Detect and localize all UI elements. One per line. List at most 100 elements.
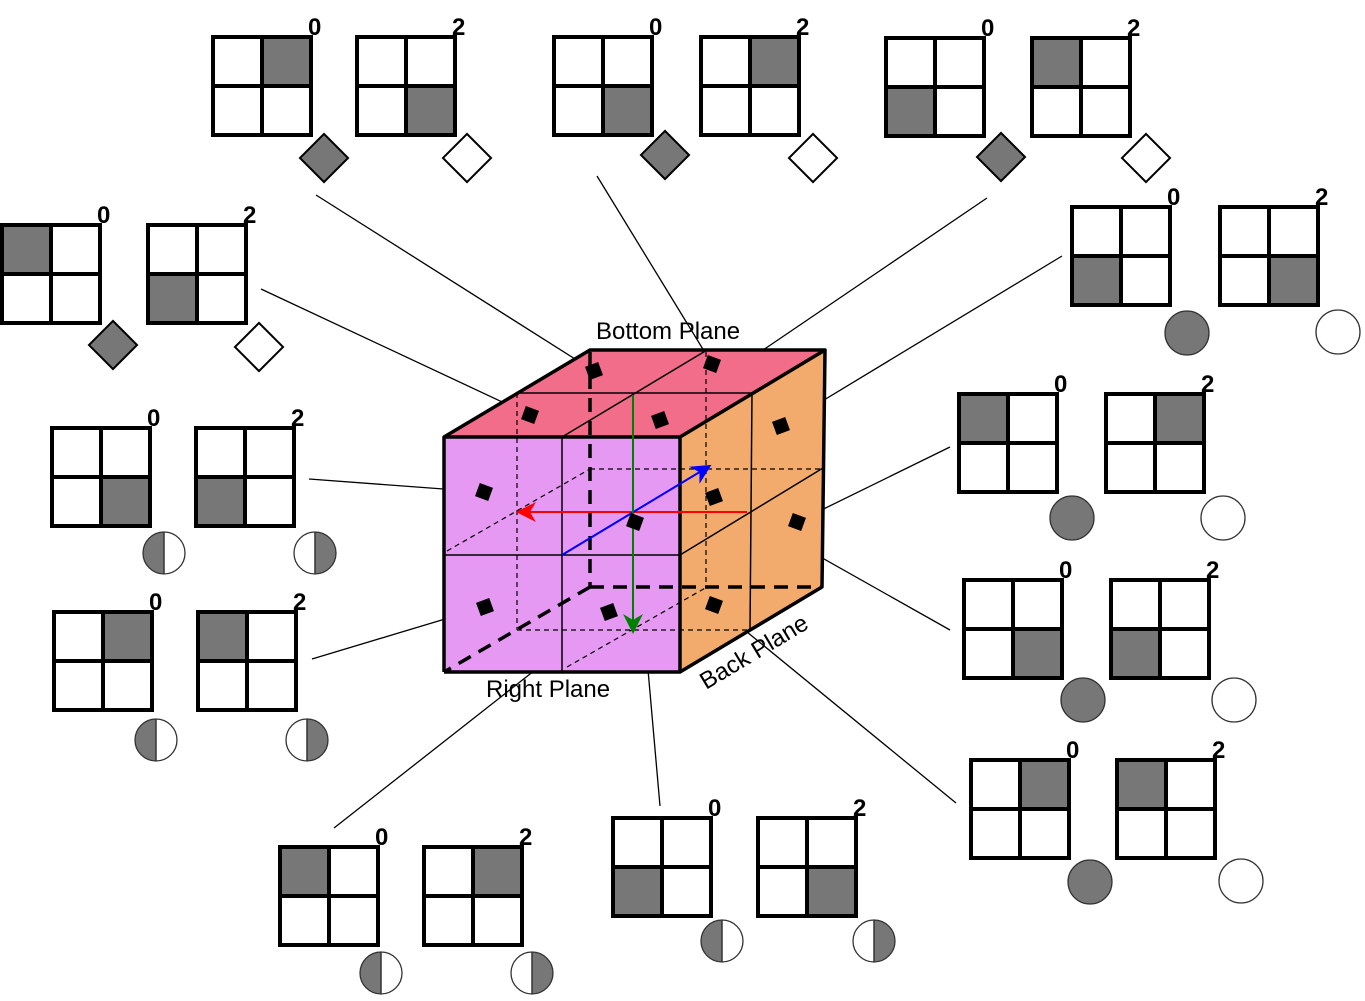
pixel-grid: 2	[194, 405, 337, 575]
pixel-grid: 2	[1104, 371, 1246, 541]
open-circle-icon	[1315, 309, 1361, 355]
shaded-cell	[1117, 760, 1166, 809]
open-diamond-icon	[1120, 132, 1172, 184]
open-diamond-icon	[441, 132, 493, 184]
pixel-grid: 0	[211, 14, 350, 184]
grid-label: 2	[796, 14, 809, 41]
shaded-cell	[603, 86, 652, 135]
shaded-cell	[198, 612, 247, 661]
pixel-grid: 0	[884, 15, 1027, 183]
pixel-grid: 0	[278, 824, 403, 995]
open-circle-icon	[1200, 495, 1246, 541]
grid-label: 0	[1054, 371, 1067, 398]
pixel-grid: 2	[1030, 15, 1172, 184]
right-plane-label: Right Plane	[486, 676, 610, 703]
grid-label: 2	[519, 824, 532, 851]
pixel-grid: 0	[52, 589, 178, 762]
pixel-grid: 0	[957, 371, 1095, 541]
leader-line	[596, 175, 713, 365]
leader-lines	[260, 175, 1063, 829]
grid-label: 2	[1201, 371, 1214, 398]
cell-marker	[600, 603, 618, 621]
shaded-cell	[613, 867, 662, 916]
pixel-grid: 0	[50, 405, 186, 575]
shaded-cell	[1155, 394, 1204, 443]
cell-marker	[705, 488, 723, 506]
grid-label: 2	[293, 589, 306, 616]
shaded-cell	[473, 847, 522, 896]
pixel-grid: 2	[196, 589, 329, 762]
grid-label: 0	[97, 202, 110, 229]
grid-label: 2	[243, 202, 256, 229]
cell-marker	[651, 411, 669, 429]
shaded-cell	[959, 394, 1008, 443]
leader-line	[260, 288, 531, 416]
grid-label: 0	[149, 589, 162, 616]
grid-label: 2	[1206, 557, 1219, 584]
filled-diamond-icon	[87, 319, 139, 371]
shaded-cell	[750, 37, 799, 86]
left-half-circle-icon	[700, 919, 744, 963]
shaded-cell	[886, 87, 935, 136]
grid-label: 0	[308, 14, 321, 41]
shaded-cell	[148, 274, 197, 323]
cell-marker	[705, 596, 723, 614]
cell-marker	[475, 483, 493, 501]
pixel-grid: 2	[699, 14, 839, 184]
pixel-grid: 2	[146, 202, 285, 373]
open-diamond-icon	[233, 321, 285, 373]
right-half-circle-icon	[285, 718, 329, 762]
shaded-cell	[103, 612, 152, 661]
y-axis-arrow	[561, 464, 712, 556]
open-circle-icon	[1218, 858, 1264, 904]
grid-label: 0	[375, 824, 388, 851]
open-diamond-icon	[787, 132, 839, 184]
filled-diamond-icon	[298, 132, 350, 184]
pixel-grid: 0	[969, 737, 1113, 905]
filled-diamond-icon	[975, 131, 1027, 183]
grid-label: 0	[1167, 184, 1180, 211]
grid-label: 0	[1066, 737, 1079, 764]
leader-line	[780, 255, 1063, 427]
pixel-grid: 2	[355, 14, 493, 184]
cell-marker	[772, 417, 790, 435]
filled-circle-icon	[1164, 310, 1210, 356]
shaded-cell	[406, 86, 455, 135]
cube: Bottom Plane Right Plane Back Plane	[442, 318, 827, 703]
pixel-grid: 0	[962, 557, 1106, 723]
shaded-cell	[1072, 256, 1121, 305]
cell-marker	[703, 355, 721, 373]
grid-label: 2	[853, 795, 866, 822]
shaded-cell	[101, 477, 150, 526]
grid-label: 0	[1059, 557, 1072, 584]
grid-label: 0	[147, 405, 160, 432]
grid-label: 2	[452, 14, 465, 41]
leader-line	[713, 604, 957, 804]
filled-circle-icon	[1067, 859, 1113, 905]
shaded-cell	[1111, 629, 1160, 678]
pixel-grid: 2	[756, 795, 896, 963]
pixel-grid: 0	[1070, 184, 1210, 356]
cell-marker	[521, 406, 539, 424]
left-half-circle-icon	[142, 531, 186, 575]
leader-line	[315, 194, 595, 372]
grid-label: 2	[1212, 737, 1225, 764]
shaded-cell	[280, 847, 329, 896]
cube-cell-markers	[475, 355, 806, 621]
filled-circle-icon	[1049, 495, 1095, 541]
shaded-cell	[262, 37, 311, 86]
right-half-circle-icon	[293, 531, 337, 575]
pixel-grid: 0	[552, 14, 691, 181]
cell-marker	[626, 513, 644, 531]
